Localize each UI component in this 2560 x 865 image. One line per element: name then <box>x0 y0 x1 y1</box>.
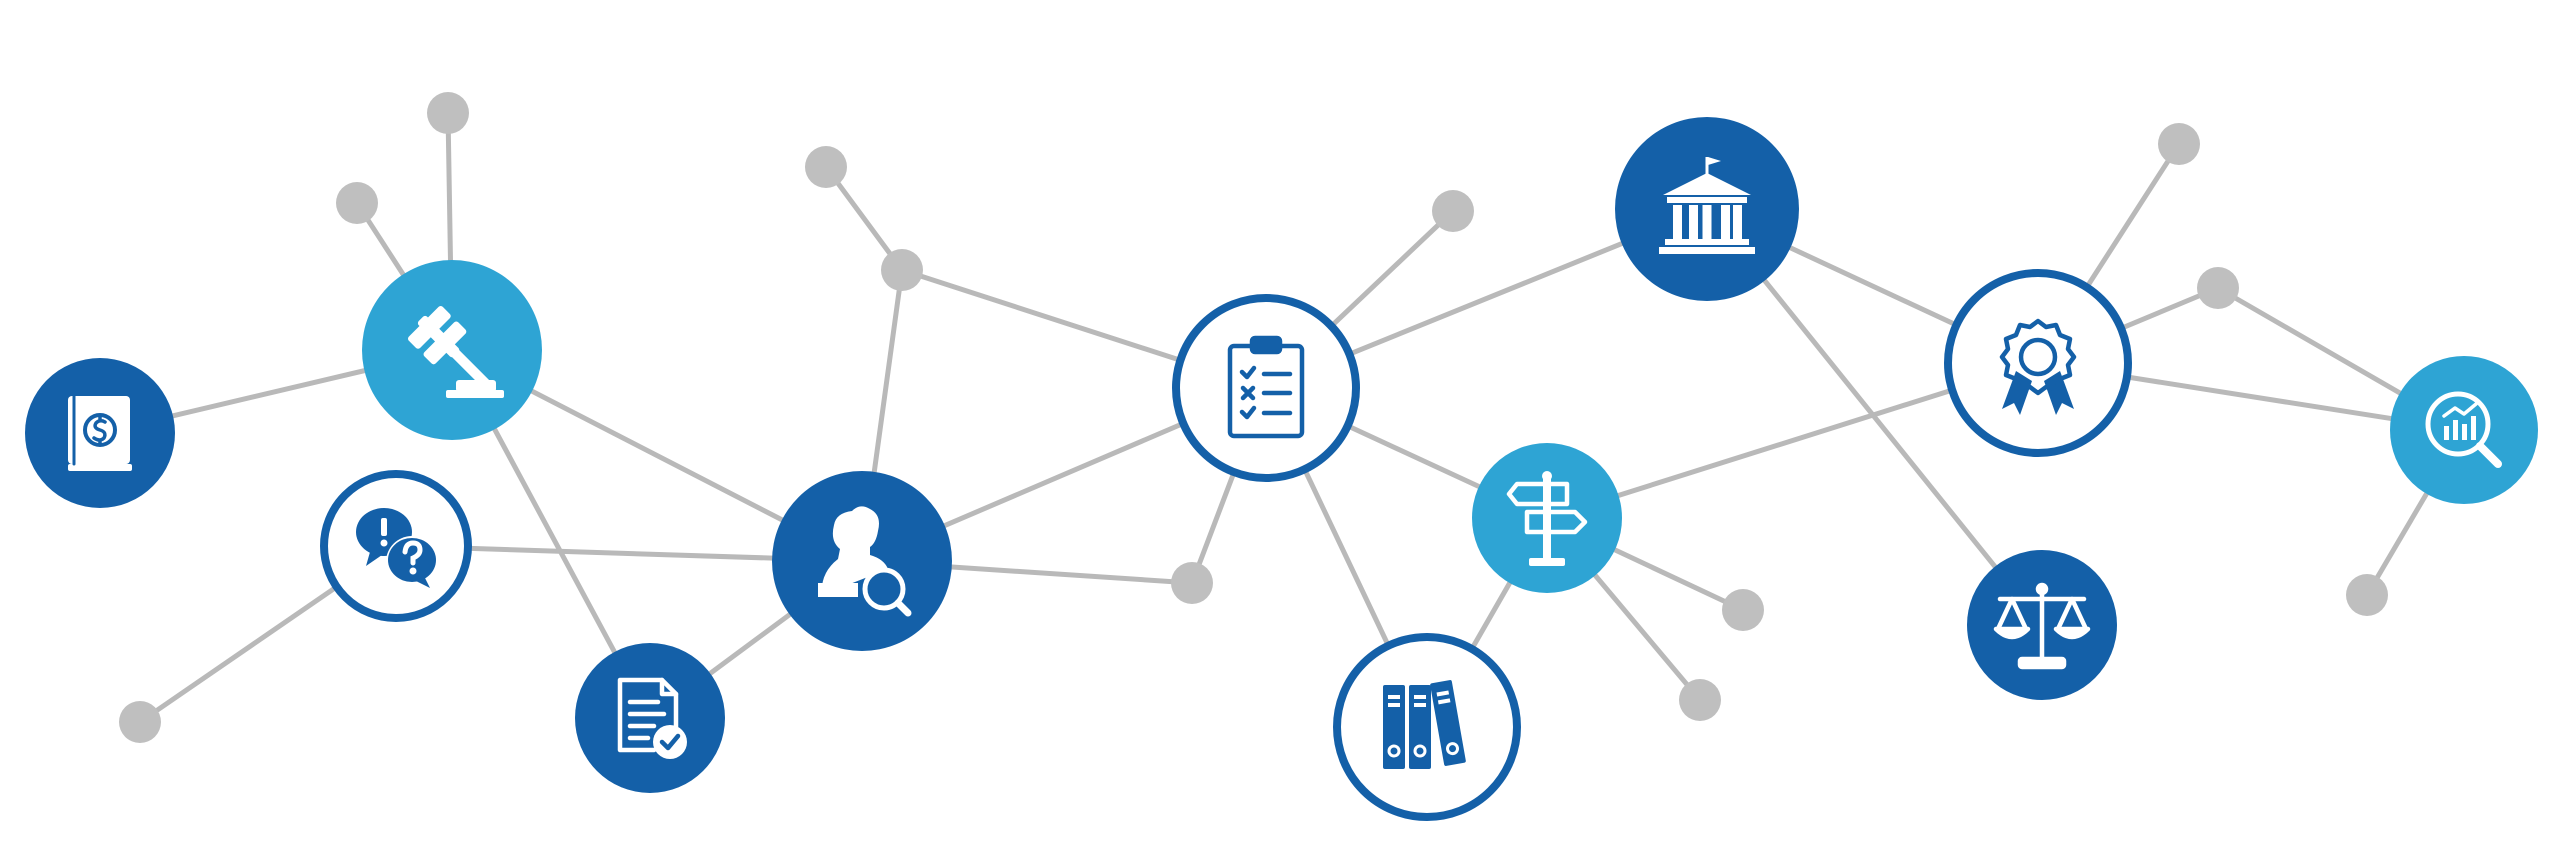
courthouse-icon <box>1659 157 1755 254</box>
analytics-search-icon <box>2425 391 2502 468</box>
node-courthouse <box>1615 117 1799 301</box>
junction-dot <box>336 182 378 224</box>
junction-dot <box>2197 267 2239 309</box>
junction-dot <box>119 701 161 743</box>
award-badge-icon <box>1999 318 2077 415</box>
checklist-icon <box>1227 335 1305 439</box>
node-award-badge <box>1944 269 2132 457</box>
node-analytics-search <box>2390 356 2538 504</box>
junction-dot <box>2346 574 2388 616</box>
node-file-binders <box>1333 633 1521 821</box>
finance-book-icon <box>68 394 132 471</box>
junction-dot <box>1679 679 1721 721</box>
person-search-icon <box>818 506 912 617</box>
node-approved-document <box>575 643 725 793</box>
justice-scale-icon <box>1993 582 2091 670</box>
node-signpost <box>1472 443 1622 593</box>
question-bubbles-icon <box>356 508 438 588</box>
node-finance-book <box>25 358 175 508</box>
junction-dot <box>427 92 469 134</box>
signpost-icon <box>1506 471 1588 566</box>
junction-dot <box>1432 190 1474 232</box>
edge <box>823 164 905 273</box>
junction-dots <box>119 92 2388 743</box>
node-justice-scale <box>1967 550 2117 700</box>
junction-dot <box>881 249 923 291</box>
gavel-icon <box>407 305 504 398</box>
file-binders-icon <box>1383 680 1466 769</box>
junction-dot <box>2158 123 2200 165</box>
node-checklist <box>1172 294 1360 482</box>
junction-dot <box>1722 589 1764 631</box>
node-gavel <box>362 260 542 440</box>
approved-document-icon <box>617 677 687 759</box>
node-question-bubbles <box>320 470 472 622</box>
junction-dot <box>1171 562 1213 604</box>
junction-dot <box>805 146 847 188</box>
node-person-search <box>772 471 952 651</box>
